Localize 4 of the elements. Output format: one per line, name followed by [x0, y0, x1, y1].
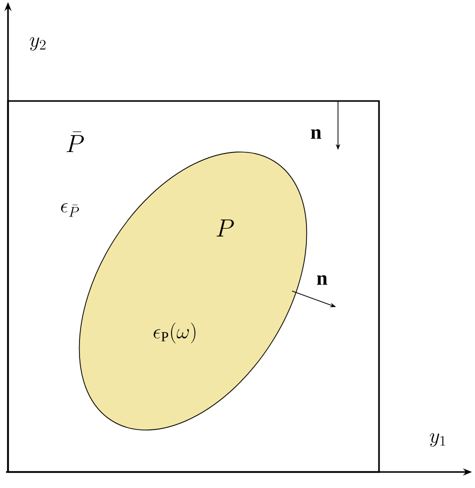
- normal-label: $\mathbf{n}$: [316, 275, 328, 285]
- normal-label: $\mathbf{n}$: [310, 129, 322, 139]
- axis-label: $y_2$: [30, 37, 46, 51]
- axis-label: $y_1$: [430, 433, 446, 447]
